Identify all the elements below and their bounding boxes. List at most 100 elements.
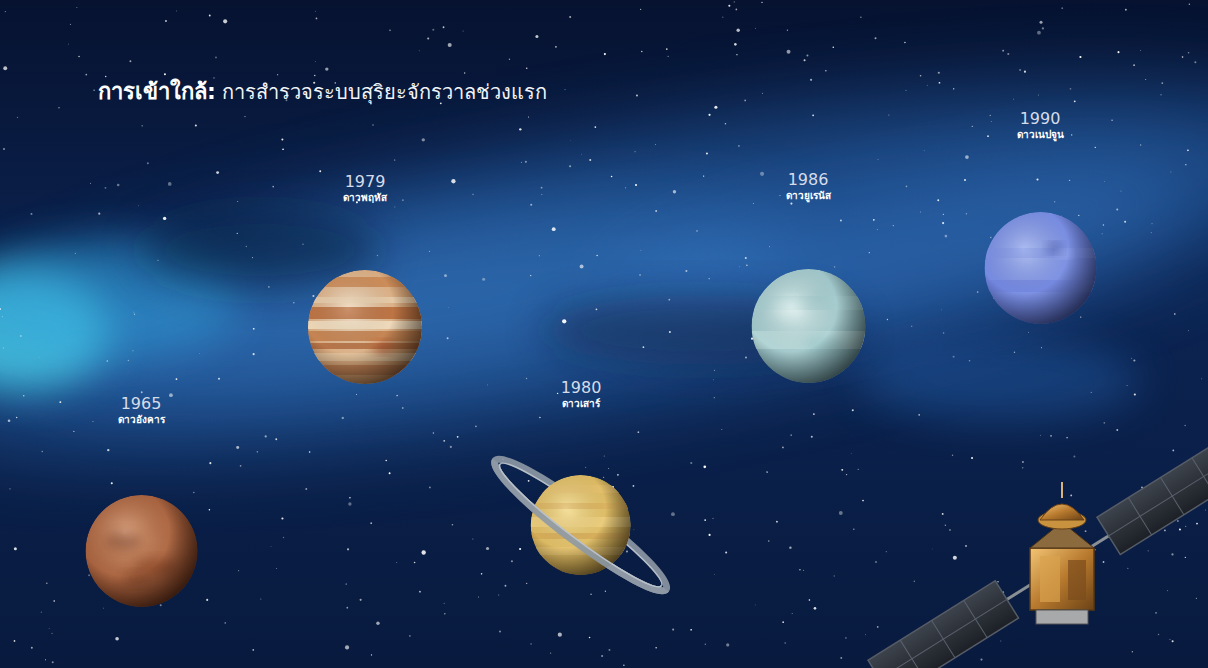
star: [14, 547, 17, 550]
star: [371, 654, 372, 655]
star: [1172, 450, 1174, 452]
star: [223, 19, 227, 23]
star: [877, 626, 879, 628]
star: [1022, 461, 1024, 463]
star: [942, 513, 944, 515]
star: [990, 237, 992, 239]
star: [418, 50, 420, 52]
star: [609, 649, 611, 651]
star: [319, 170, 321, 172]
star: [987, 135, 989, 137]
star: [1151, 223, 1153, 225]
star: [8, 419, 11, 422]
star: [761, 2, 762, 3]
star: [1069, 180, 1070, 181]
star: [940, 309, 942, 311]
star: [833, 575, 834, 576]
star: [714, 573, 716, 575]
star: [1102, 233, 1103, 234]
year-label: 1965: [118, 394, 165, 413]
star: [316, 18, 318, 20]
star: [1019, 69, 1021, 71]
star: [971, 457, 973, 459]
star: [640, 9, 641, 10]
star: [722, 17, 723, 18]
star: [965, 155, 969, 159]
star: [920, 211, 922, 213]
star: [444, 613, 445, 614]
star: [282, 148, 284, 150]
star: [721, 429, 722, 430]
star: [163, 217, 166, 220]
star: [14, 640, 16, 642]
star: [943, 332, 945, 334]
star: [281, 518, 283, 520]
star: [713, 369, 715, 371]
star: [754, 604, 756, 606]
star: [315, 60, 317, 62]
star: [1091, 392, 1092, 393]
star: [654, 144, 656, 146]
star: [45, 659, 46, 660]
star: [447, 337, 449, 339]
star: [51, 633, 52, 634]
star: [67, 43, 69, 45]
star: [920, 75, 922, 77]
star: [3, 148, 5, 150]
star: [813, 413, 815, 415]
star: [1205, 510, 1206, 511]
star: [938, 72, 940, 74]
star: [90, 182, 92, 184]
star: [1070, 88, 1072, 90]
star: [840, 220, 842, 222]
star: [709, 534, 711, 536]
star: [564, 89, 565, 90]
star: [17, 117, 18, 118]
star: [93, 90, 94, 91]
star: [275, 567, 277, 569]
star: [482, 278, 485, 281]
star: [635, 184, 637, 186]
star: [617, 474, 619, 476]
star: [257, 451, 258, 452]
star: [498, 594, 500, 596]
star: [1194, 61, 1196, 63]
star: [1037, 31, 1041, 35]
star: [625, 187, 626, 188]
star: [505, 585, 507, 587]
star: [1024, 71, 1026, 73]
star: [360, 599, 362, 601]
year-label: 1979: [343, 172, 387, 191]
star: [195, 125, 197, 127]
star: [372, 124, 374, 126]
star: [5, 11, 6, 12]
star: [78, 56, 79, 57]
star: [673, 190, 676, 193]
star: [1161, 82, 1163, 84]
star: [585, 466, 587, 468]
star: [539, 255, 540, 256]
star: [302, 244, 303, 245]
star: [530, 643, 531, 644]
star: [1095, 549, 1096, 550]
star: [779, 195, 780, 196]
star: [1133, 359, 1135, 361]
star: [1042, 27, 1044, 29]
star: [138, 205, 140, 207]
star: [980, 658, 982, 660]
star: [346, 607, 348, 609]
star: [714, 106, 717, 109]
star: [106, 360, 108, 362]
star: [705, 644, 706, 645]
star: [888, 114, 890, 116]
star: [58, 107, 59, 108]
star: [346, 583, 347, 584]
star: [157, 260, 158, 261]
planet-illustration: [688, 206, 928, 446]
star: [451, 179, 455, 183]
star: [70, 24, 71, 25]
star: [1103, 561, 1105, 563]
star: [41, 612, 42, 613]
star: [799, 569, 800, 570]
